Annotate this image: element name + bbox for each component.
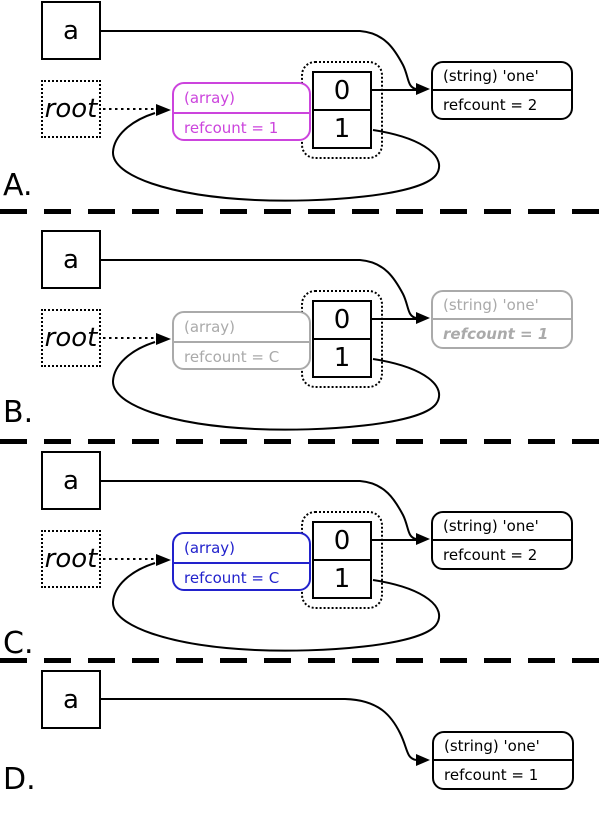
array-node: (array) refcount = C [172, 311, 311, 370]
array-node: (array) refcount = C [172, 532, 311, 591]
variable-label: a [63, 244, 79, 275]
array-type-label: (array) [174, 313, 309, 343]
array-type-label: (array) [174, 534, 309, 564]
array-arrowhead-icon [156, 333, 171, 345]
array-refcount-label: refcount = C [184, 347, 280, 366]
string-type-label: (string) 'one' [433, 63, 571, 91]
variable-box-a: a [41, 1, 101, 60]
array-cells: 0 1 [312, 521, 372, 599]
string-refcount-label: refcount = 2 [443, 95, 538, 114]
string-node: (string) 'one' refcount = 2 [431, 511, 573, 570]
panel-c: a root (array) refcount = C 0 1 (string)… [0, 450, 614, 661]
root-label: root [44, 323, 98, 353]
array-cells: 0 1 [312, 71, 372, 149]
panel-separator [0, 209, 614, 214]
array-type-label: (array) [174, 84, 309, 114]
array-refcount-label: refcount = 1 [184, 118, 279, 137]
string-type-label: (string) 'one' [433, 292, 571, 320]
root-box: root [41, 530, 101, 588]
variable-box-a: a [41, 230, 101, 289]
panel-b: a root (array) refcount = C 0 1 (string)… [0, 229, 614, 440]
panel-c-wires [101, 480, 441, 652]
panel-a-wires [101, 30, 441, 202]
string-refcount-label: refcount = 2 [443, 545, 538, 564]
root-box: root [41, 309, 101, 367]
string-refcount-label: refcount = 1 [443, 324, 549, 343]
panel-separator [0, 439, 614, 444]
panel-b-wires [101, 259, 441, 431]
panel-d-wires [101, 698, 430, 766]
string-arrowhead-icon [416, 312, 430, 324]
variable-label: a [63, 684, 79, 715]
cell1-cycle-loop-arrow [111, 112, 441, 202]
array-arrowhead-icon [156, 554, 171, 566]
array-cells: 0 1 [312, 300, 372, 378]
panel-label-d: D. [3, 762, 36, 797]
panel-a: a root (array) refcount = 1 0 1 (string)… [0, 0, 614, 213]
cell-1: 1 [333, 343, 351, 373]
array-refcount-label: refcount = C [184, 568, 280, 587]
string-node: (string) 'one' refcount = 1 [431, 290, 573, 349]
array-arrowhead-icon [156, 104, 171, 116]
panel-label-a: A. [3, 168, 33, 203]
string-type-label: (string) 'one' [433, 513, 571, 541]
var-a-to-string-arrow [101, 30, 417, 90]
root-label: root [44, 94, 98, 124]
string-arrowhead-icon [416, 533, 430, 545]
string-node: (string) 'one' refcount = 2 [431, 61, 573, 120]
variable-box-a: a [41, 670, 101, 729]
cell1-cycle-loop-arrow [111, 341, 441, 431]
panel-label-c: C. [3, 626, 34, 661]
panel-d: a (string) 'one' refcount = 1 D. [0, 669, 614, 814]
string-refcount-label: refcount = 1 [444, 765, 539, 784]
string-type-label: (string) 'one' [434, 733, 572, 761]
root-box: root [41, 80, 101, 138]
cell-1: 1 [333, 114, 351, 144]
cell-0: 0 [314, 73, 370, 111]
cell-1: 1 [333, 564, 351, 594]
string-arrowhead-icon [416, 83, 430, 95]
root-label: root [44, 544, 98, 574]
cell-0: 0 [314, 302, 370, 340]
var-a-to-string-arrow [101, 259, 417, 319]
var-a-to-string-arrow [101, 480, 417, 540]
cell1-cycle-loop-arrow [111, 562, 441, 652]
variable-box-a: a [41, 451, 101, 510]
string-node: (string) 'one' refcount = 1 [432, 731, 574, 790]
cell-0: 0 [314, 523, 370, 561]
panel-label-b: B. [3, 395, 34, 430]
string-arrowhead-icon [416, 754, 430, 766]
variable-label: a [63, 465, 79, 496]
array-node: (array) refcount = 1 [172, 82, 311, 141]
variable-label: a [63, 15, 79, 46]
panel-separator [0, 658, 614, 663]
var-a-to-string-arrow [101, 698, 417, 761]
